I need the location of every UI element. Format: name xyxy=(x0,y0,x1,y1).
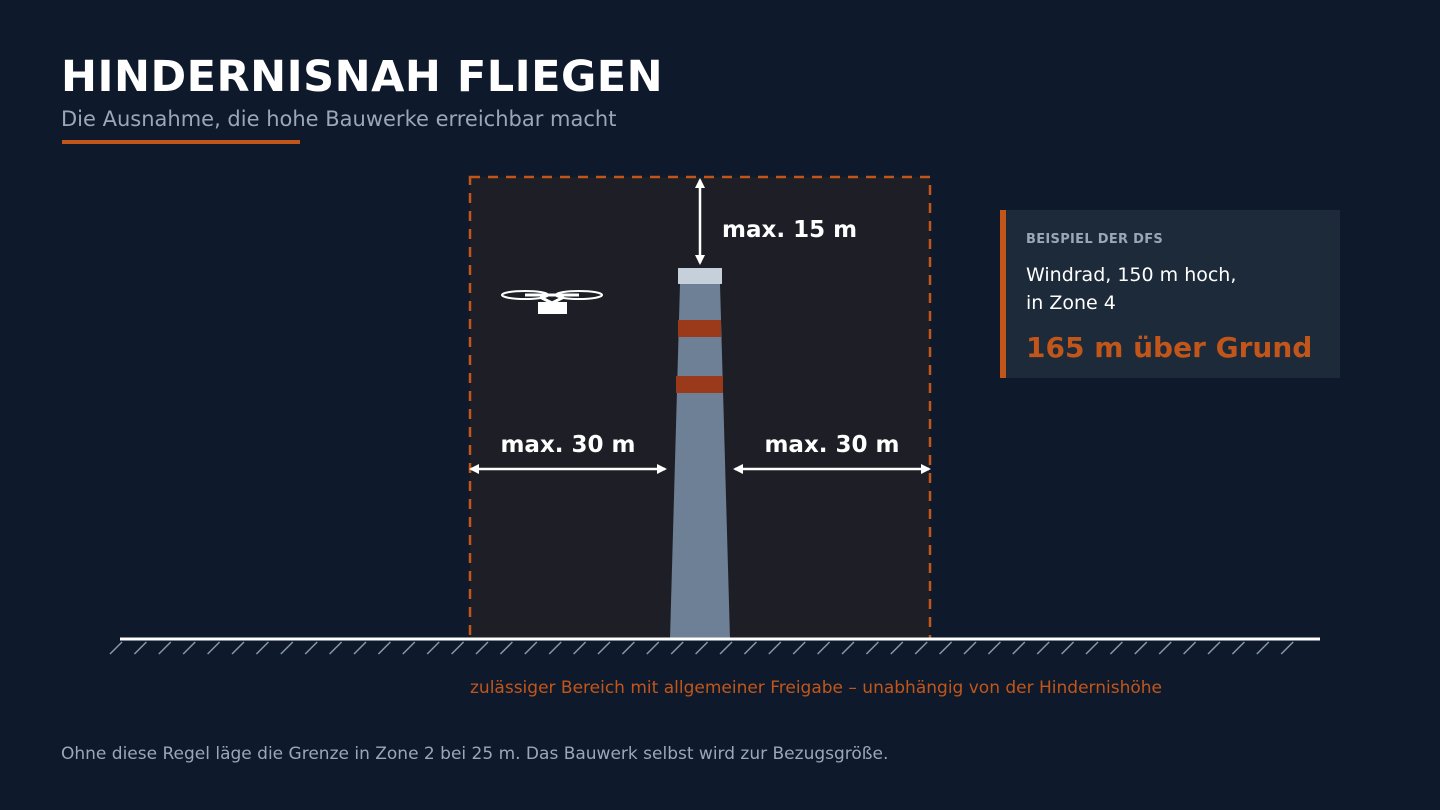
ground-hatch-mark xyxy=(1085,641,1099,655)
ground-hatch-mark xyxy=(719,641,733,655)
ground-hatch-mark xyxy=(133,641,147,655)
ground-hatch-mark xyxy=(451,641,465,655)
ground-hatch-mark xyxy=(499,641,513,655)
title-underline xyxy=(62,140,300,144)
ground-hatch-mark xyxy=(597,641,611,655)
ground-hatch-mark xyxy=(304,641,318,655)
ground-hatch-mark xyxy=(1036,641,1050,655)
ground-hatch-mark xyxy=(158,641,172,655)
info-card-highlight: 165 m über Grund xyxy=(1026,331,1313,364)
ground-hatch-mark xyxy=(182,641,196,655)
ground-hatch-mark xyxy=(939,641,953,655)
ground-hatch-mark xyxy=(670,641,684,655)
ground-hatch-mark xyxy=(768,641,782,655)
info-card-line: in Zone 4 xyxy=(1026,292,1116,314)
ground xyxy=(109,637,1320,655)
zone-caption: zulässiger Bereich mit allgemeiner Freig… xyxy=(470,678,1163,698)
ground-hatch-mark xyxy=(329,641,343,655)
ground-hatch-mark xyxy=(865,641,879,655)
left-distance-label: max. 30 m xyxy=(500,432,635,458)
ground-hatch-mark xyxy=(621,641,635,655)
ground-hatch-mark xyxy=(1012,641,1026,655)
ground-hatch-mark xyxy=(1134,641,1148,655)
ground-hatch-mark xyxy=(109,641,123,655)
ground-hatch-mark xyxy=(646,641,660,655)
ground-hatch-mark xyxy=(1207,641,1221,655)
ground-hatch-mark xyxy=(743,641,757,655)
page-title: HINDERNISNAH FLIEGEN xyxy=(61,52,664,102)
ground-hatch-mark xyxy=(573,641,587,655)
ground-hatch-mark xyxy=(890,641,904,655)
drone-icon xyxy=(501,290,603,314)
ground-hatch-mark xyxy=(1158,641,1172,655)
ground-hatch-mark xyxy=(426,641,440,655)
ground-hatch-mark xyxy=(1231,641,1245,655)
tower xyxy=(670,268,730,639)
ground-hatch-mark xyxy=(987,641,1001,655)
info-card-text: Windrad, 150 m hoch, in Zone 4 xyxy=(1026,261,1320,317)
ground-hatch-mark xyxy=(841,641,855,655)
ground-hatch-mark xyxy=(377,641,391,655)
ground-hatch-mark xyxy=(914,641,928,655)
ground-hatch-mark xyxy=(524,641,538,655)
ground-hatch-mark xyxy=(353,641,367,655)
ground-hatch-mark xyxy=(1183,641,1197,655)
tower-stripe xyxy=(676,376,723,393)
dfs-example-card: BEISPIEL DER DFS Windrad, 150 m hoch, in… xyxy=(1000,210,1340,378)
ground-hatch-mark xyxy=(817,641,831,655)
tower-stripe xyxy=(678,320,721,337)
ground-hatch-mark xyxy=(1109,641,1123,655)
ground-hatch-mark xyxy=(792,641,806,655)
info-card-line: Windrad, 150 m hoch, xyxy=(1026,264,1237,286)
tower-cap xyxy=(678,268,722,284)
ground-hatch-mark xyxy=(280,641,294,655)
top-clearance-label: max. 15 m xyxy=(722,217,857,243)
page-subtitle: Die Ausnahme, die hohe Bauwerke erreichb… xyxy=(61,107,617,131)
ground-hatch-mark xyxy=(475,641,489,655)
ground-hatch-mark xyxy=(255,641,269,655)
ground-hatch-mark xyxy=(207,641,221,655)
ground-hatch-mark xyxy=(1280,641,1294,655)
ground-hatch-mark xyxy=(1256,641,1270,655)
info-card-label: BEISPIEL DER DFS xyxy=(1026,232,1164,247)
ground-hatch-mark xyxy=(402,641,416,655)
ground-hatch-mark xyxy=(695,641,709,655)
footnote: Ohne diese Regel läge die Grenze in Zone… xyxy=(61,744,889,764)
ground-hatch-mark xyxy=(963,641,977,655)
ground-hatch-mark xyxy=(1061,641,1075,655)
ground-hatch-mark xyxy=(548,641,562,655)
tower-shaft xyxy=(670,284,730,639)
right-distance-label: max. 30 m xyxy=(764,432,899,458)
ground-hatch-mark xyxy=(231,641,245,655)
